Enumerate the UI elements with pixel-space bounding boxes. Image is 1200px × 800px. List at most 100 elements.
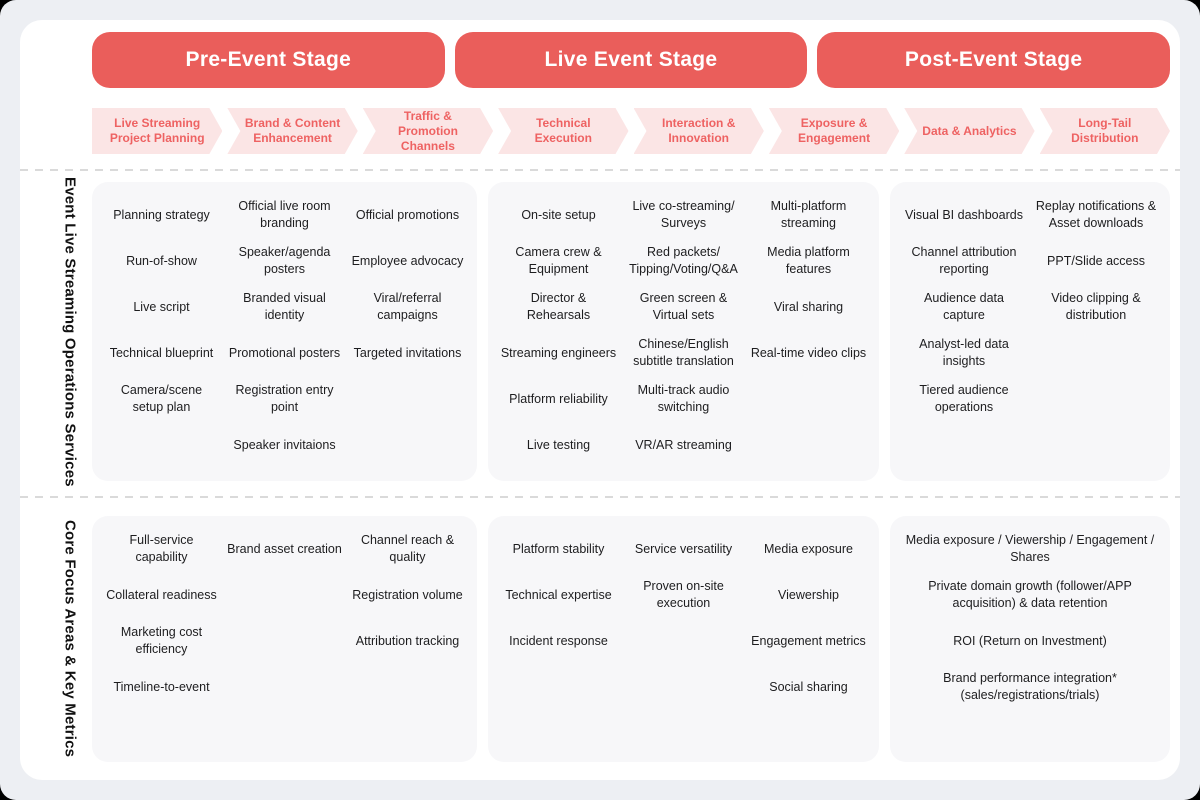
stage-button-live-event: Live Event Stage (454, 32, 808, 88)
metric-item: Channel reach & quality (360, 533, 455, 564)
metric-item: ROI (Return on Investment) (953, 633, 1107, 648)
service-item: Video clipping & distribution (1051, 291, 1141, 322)
service-item: Registration entry point (235, 383, 334, 414)
service-item: Director & Rehearsals (526, 291, 591, 322)
metric-item: Social sharing (769, 679, 848, 694)
metric-item: Brand performance integration* (sales/re… (943, 671, 1117, 702)
service-item: VR/AR streaming (635, 437, 732, 452)
service-item: Employee advocacy (351, 253, 464, 268)
service-item: On-site setup (521, 207, 596, 222)
phase-chevron-traffic-promotion: Traffic & Promotion Channels (363, 108, 493, 154)
service-item: Speaker invitaions (233, 437, 336, 452)
metric-item: Media exposure / Viewership / Engagement… (905, 533, 1155, 564)
service-item: Promotional posters (228, 345, 341, 360)
metric-item: Service versatility (634, 541, 733, 556)
service-item: Visual BI dashboards (905, 207, 1023, 222)
service-item: Red packets/ Tipping/Voting/Q&A (629, 245, 738, 276)
service-item: Green screen & Virtual sets (639, 291, 728, 322)
service-item: Live testing (526, 437, 591, 452)
service-item: Run-of-show (126, 253, 197, 268)
stage-header-row: Pre-Event Stage Live Event Stage Post-Ev… (92, 32, 1170, 88)
service-item: Multi-platform streaming (770, 199, 847, 230)
service-item: Platform reliability (509, 391, 608, 406)
metric-item: Private domain growth (follower/APP acqu… (928, 579, 1132, 610)
phase-chevron-strip: Live Streaming Project Planning Brand & … (92, 108, 1170, 154)
metric-item: Collateral readiness (106, 587, 217, 602)
service-item: PPT/Slide access (1047, 253, 1145, 268)
service-item: Viral/referral campaigns (373, 291, 442, 322)
metric-item: Attribution tracking (355, 633, 460, 648)
metric-item: Engagement metrics (751, 633, 866, 648)
metric-item: Full-service capability (129, 533, 194, 564)
phase-chevron-interaction: Interaction & Innovation (634, 108, 764, 154)
dashed-divider-middle (20, 496, 1180, 498)
metrics-card-post-event: Media exposure / Viewership / Engagement… (890, 516, 1170, 762)
service-item: Replay notifications & Asset downloads (1035, 199, 1157, 230)
service-item: Streaming engineers (500, 345, 617, 360)
phase-chevron-project-planning: Live Streaming Project Planning (92, 108, 222, 154)
service-item: Camera/scene setup plan (120, 383, 203, 414)
metric-item: Timeline-to-event (113, 679, 210, 694)
phase-chevron-data-analytics: Data & Analytics (904, 108, 1034, 154)
service-item: Live co-streaming/ Surveys (632, 199, 735, 230)
service-item: Viral sharing (773, 299, 844, 314)
service-item: Real-time video clips (750, 345, 867, 360)
main-content: Pre-Event Stage Live Event Stage Post-Ev… (92, 20, 1170, 762)
stage-button-pre-event: Pre-Event Stage (92, 32, 445, 88)
metric-item: Registration volume (352, 587, 463, 602)
service-item: Media platform features (767, 245, 850, 276)
service-item: Official live room branding (238, 199, 331, 230)
service-item: Official promotions (355, 207, 460, 222)
service-item: Branded visual identity (243, 291, 326, 322)
phase-chevron-long-tail: Long-Tail Distribution (1040, 108, 1170, 154)
metric-item: Viewership (778, 587, 839, 602)
metric-item: Brand asset creation (227, 541, 342, 556)
service-item: Planning strategy (113, 207, 210, 222)
diagram-canvas: Event Live Streaming Operations Services… (20, 20, 1180, 780)
metrics-column: Media exposure / Viewership / Engagement… (898, 526, 1162, 752)
dashed-divider-top (20, 169, 1180, 171)
row-label-core-metrics: Core Focus Areas & Key Metrics (61, 520, 79, 758)
metric-item: Marketing cost efficiency (120, 625, 203, 656)
metric-item: Platform stability (512, 541, 605, 556)
phase-chevron-exposure: Exposure & Engagement (769, 108, 899, 154)
metric-item: Media exposure (764, 541, 853, 556)
service-item: Camera crew & Equipment (515, 245, 602, 276)
service-item: Live script (133, 299, 190, 314)
row-label-operations-services: Event Live Streaming Operations Services (61, 176, 79, 487)
service-item: Channel attribution reporting (911, 245, 1017, 276)
phase-chevron-technical-execution: Technical Execution (498, 108, 628, 154)
metric-item: Technical expertise (505, 587, 612, 602)
service-item: Speaker/agenda posters (238, 245, 331, 276)
stage-button-post-event: Post-Event Stage (817, 32, 1170, 88)
metrics-column: Brand asset creation (223, 526, 346, 752)
service-item: Targeted invitations (353, 345, 462, 360)
service-item: Analyst-led data insights (919, 337, 1009, 368)
metric-item: Proven on-site execution (643, 579, 724, 610)
service-item: Audience data capture (924, 291, 1004, 322)
service-item: Multi-track audio switching (637, 383, 730, 414)
phase-chevron-brand-content: Brand & Content Enhancement (227, 108, 357, 154)
service-item: Tiered audience operations (919, 383, 1009, 414)
metric-item: Incident response (509, 633, 608, 648)
